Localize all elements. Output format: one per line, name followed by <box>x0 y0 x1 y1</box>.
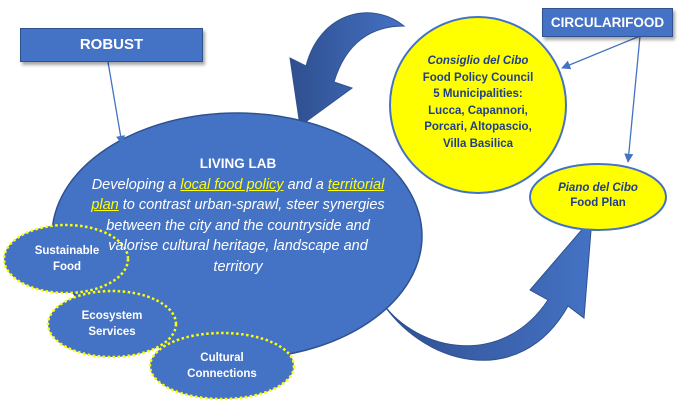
living-lab-text-2: and a <box>283 176 328 193</box>
ecosystem-services-ellipse <box>46 289 178 359</box>
consiglio-text: Consiglio del Cibo Food Policy Council 5… <box>414 53 542 153</box>
arrow-circularifood-to-consiglio <box>561 35 641 70</box>
consiglio-line-2: 5 Municipalities: <box>433 88 523 101</box>
ecosystem-line-2: Services <box>88 325 136 338</box>
arrow-robust-to-living-lab <box>107 61 126 145</box>
living-lab-title: LIVING LAB <box>199 156 277 171</box>
ecosystem-services-text: Ecosystem Services <box>50 309 174 340</box>
sustainable-food-ellipse <box>2 223 130 295</box>
sustainable-line-1: Sustainable <box>34 245 100 257</box>
piano-title: Piano del Cibo <box>558 182 638 194</box>
living-lab-text-1: Developing a <box>91 176 181 193</box>
robust-label: ROBUST <box>79 36 144 53</box>
curved-arrow-bottom <box>377 216 593 361</box>
territorial-plan-highlight: territorial plan <box>91 176 385 214</box>
piano-text: Piano del Cibo Food Plan <box>548 181 648 211</box>
sustainable-food-text: Sustainable Food <box>8 244 126 275</box>
consiglio-line-1: Food Policy Council <box>422 71 534 84</box>
circularifood-box: CIRCULARIFOOD <box>542 8 673 37</box>
arrow-circularifood-to-piano <box>624 35 641 163</box>
consiglio-line-4: Porcari, Altopascio, <box>424 121 532 134</box>
living-lab-text: LIVING LAB Developing a local food polic… <box>88 154 388 277</box>
piano-subtitle: Food Plan <box>570 197 626 209</box>
piano-ellipse <box>529 163 667 231</box>
consiglio-title: Consiglio del Cibo <box>427 55 529 67</box>
cultural-connections-ellipse <box>148 331 296 401</box>
circularifood-label: CIRCULARIFOOD <box>550 15 665 30</box>
robust-box: ROBUST <box>20 28 203 62</box>
ecosystem-line-1: Ecosystem <box>81 310 143 322</box>
consiglio-line-5: Villa Basilica <box>442 137 514 150</box>
local-food-policy-highlight: local food policy <box>180 176 284 193</box>
consiglio-line-3: Lucca, Capannori, <box>428 104 528 117</box>
living-lab-description: Developing a local food policy and a ter… <box>88 175 388 278</box>
cultural-connections-text: Cultural Connections <box>152 351 292 382</box>
cultural-line-2: Connections <box>187 367 257 380</box>
living-lab-text-3: to contrast urban-sprawl, steer synergie… <box>106 197 385 275</box>
consiglio-circle <box>389 16 567 194</box>
curved-arrow-top <box>289 12 406 127</box>
sustainable-line-2: Food <box>52 260 82 273</box>
cultural-line-1: Cultural <box>200 352 244 364</box>
